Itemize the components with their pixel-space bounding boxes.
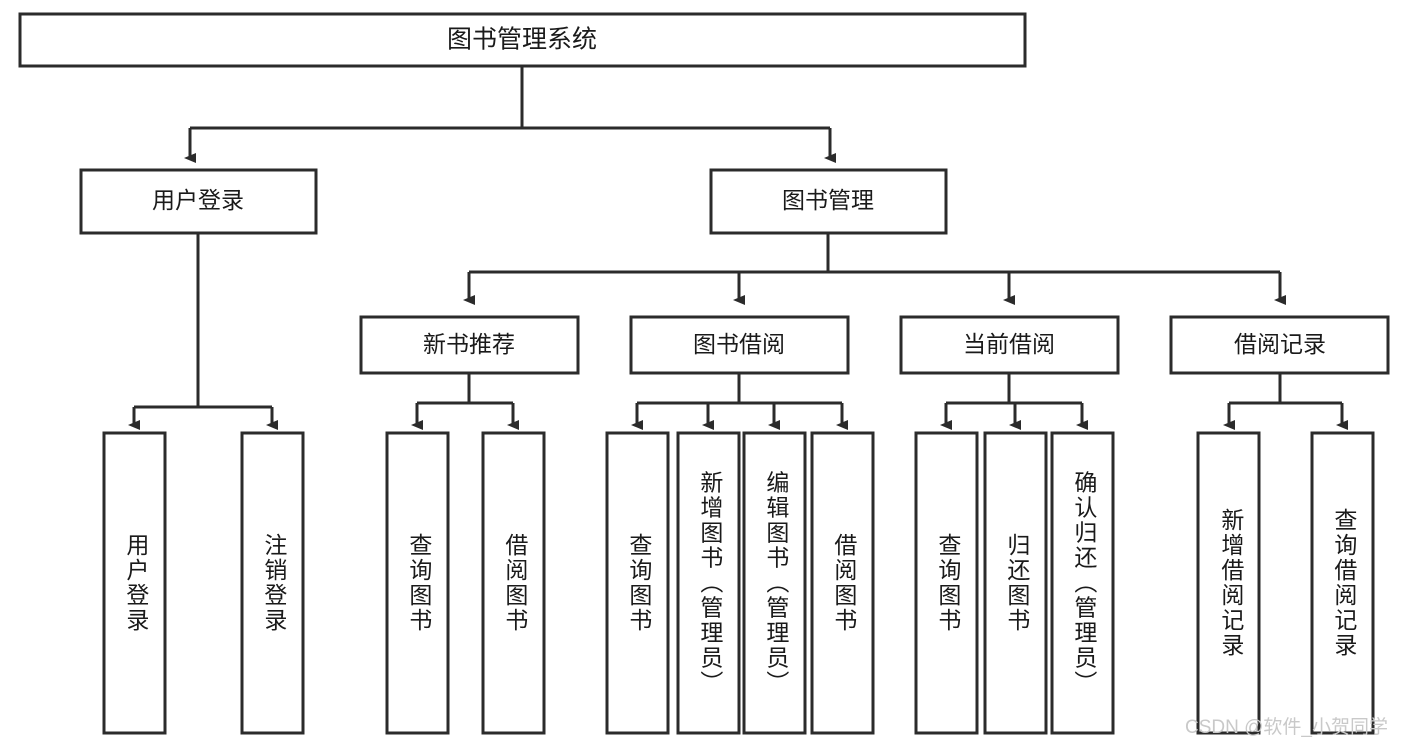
node-root[interactable]: 图书管理系统 — [18, 12, 1027, 68]
leaf-user-login-1-label: 用户登录 — [123, 533, 150, 633]
leaf-book-borrow-3[interactable]: 编辑图书（管理员） — [742, 431, 807, 735]
leaf-book-borrow-4[interactable]: 借阅图书 — [810, 431, 875, 735]
node-user-login-box[interactable] — [79, 168, 318, 235]
node-book-borrow-box[interactable] — [629, 315, 850, 375]
connector-root-to-level2 — [184, 66, 836, 163]
csdn-watermark: CSDN @软件_小贺同学 — [1185, 717, 1388, 738]
leaf-current-borrow-1[interactable]: 查询图书 — [914, 431, 979, 735]
leaf-current-borrow-3-label: 确认归还（管理员） — [1071, 471, 1098, 696]
leaf-borrow-record-1-box[interactable] — [1196, 431, 1261, 735]
node-current-borrow-label: 当前借阅 — [963, 331, 1055, 357]
node-borrow-record-label: 借阅记录 — [1234, 331, 1326, 357]
leaf-current-borrow-3-box[interactable] — [1050, 431, 1115, 735]
leaf-book-borrow-1[interactable]: 查询图书 — [605, 431, 670, 735]
leaf-current-borrow-1-box[interactable] — [914, 431, 979, 735]
leaf-current-borrow-2[interactable]: 归还图书 — [983, 431, 1048, 735]
leaf-book-borrow-3-box[interactable] — [742, 431, 807, 735]
connector-book-manage-to-level3 — [463, 233, 1286, 305]
node-new-book-recommend-label: 新书推荐 — [423, 331, 515, 357]
leaf-book-borrow-3-label: 编辑图书（管理员） — [763, 471, 790, 696]
connector-new-book-to-leaves — [411, 373, 519, 430]
leaf-book-borrow-2[interactable]: 新增图书（管理员） — [676, 431, 741, 735]
node-book-manage[interactable]: 图书管理 — [709, 168, 948, 235]
node-user-login-label: 用户登录 — [152, 187, 244, 213]
leaf-current-borrow-2-box[interactable] — [983, 431, 1048, 735]
leaf-current-borrow-2-label: 归还图书 — [1004, 533, 1031, 633]
connector-current-borrow-to-leaves — [940, 373, 1088, 430]
leaf-new-book-2-label: 借阅图书 — [502, 533, 529, 633]
node-current-borrow[interactable]: 当前借阅 — [899, 315, 1120, 375]
leaf-current-borrow-3[interactable]: 确认归还（管理员） — [1050, 431, 1115, 735]
leaf-new-book-1-box[interactable] — [385, 431, 450, 735]
node-new-book-recommend-box[interactable] — [359, 315, 580, 375]
connector-borrow-record-to-leaves — [1223, 373, 1348, 430]
leaf-book-borrow-2-box[interactable] — [676, 431, 741, 735]
node-book-borrow-label: 图书借阅 — [693, 331, 785, 357]
leaf-borrow-record-2-label: 查询借阅记录 — [1331, 508, 1358, 658]
node-root-label: 图书管理系统 — [447, 26, 597, 54]
connector-user-login-to-leaves — [128, 233, 278, 430]
node-current-borrow-box[interactable] — [899, 315, 1120, 375]
leaf-borrow-record-1-label: 新增借阅记录 — [1218, 508, 1245, 658]
leaf-borrow-record-2[interactable]: 查询借阅记录 — [1310, 431, 1375, 735]
node-new-book-recommend[interactable]: 新书推荐 — [359, 315, 580, 375]
leaf-user-login-2-box[interactable] — [240, 431, 305, 735]
leaf-borrow-record-1[interactable]: 新增借阅记录 — [1196, 431, 1261, 735]
leaf-book-borrow-1-box[interactable] — [605, 431, 670, 735]
leaf-user-login-2[interactable]: 注销登录 — [240, 431, 305, 735]
leaf-borrow-record-2-box[interactable] — [1310, 431, 1375, 735]
leaf-new-book-2-box[interactable] — [481, 431, 546, 735]
leaf-book-borrow-4-box[interactable] — [810, 431, 875, 735]
leaf-new-book-1[interactable]: 查询图书 — [385, 431, 450, 735]
leaf-new-book-2[interactable]: 借阅图书 — [481, 431, 546, 735]
node-user-login[interactable]: 用户登录 — [79, 168, 318, 235]
leaf-book-borrow-2-label: 新增图书（管理员） — [697, 471, 724, 696]
node-borrow-record-box[interactable] — [1169, 315, 1390, 375]
node-book-manage-box[interactable] — [709, 168, 948, 235]
leaf-book-borrow-1-label: 查询图书 — [626, 533, 653, 633]
node-book-manage-label: 图书管理 — [782, 187, 874, 213]
connector-book-borrow-to-leaves — [631, 373, 848, 430]
leaf-current-borrow-1-label: 查询图书 — [935, 533, 962, 633]
leaf-user-login-1[interactable]: 用户登录 — [102, 431, 167, 735]
leaf-user-login-2-label: 注销登录 — [261, 533, 288, 633]
node-book-borrow[interactable]: 图书借阅 — [629, 315, 850, 375]
leaf-user-login-1-box[interactable] — [102, 431, 167, 735]
node-root-box[interactable] — [18, 12, 1027, 68]
leaf-book-borrow-4-label: 借阅图书 — [831, 533, 858, 633]
node-borrow-record[interactable]: 借阅记录 — [1169, 315, 1390, 375]
leaf-new-book-1-label: 查询图书 — [406, 533, 433, 633]
